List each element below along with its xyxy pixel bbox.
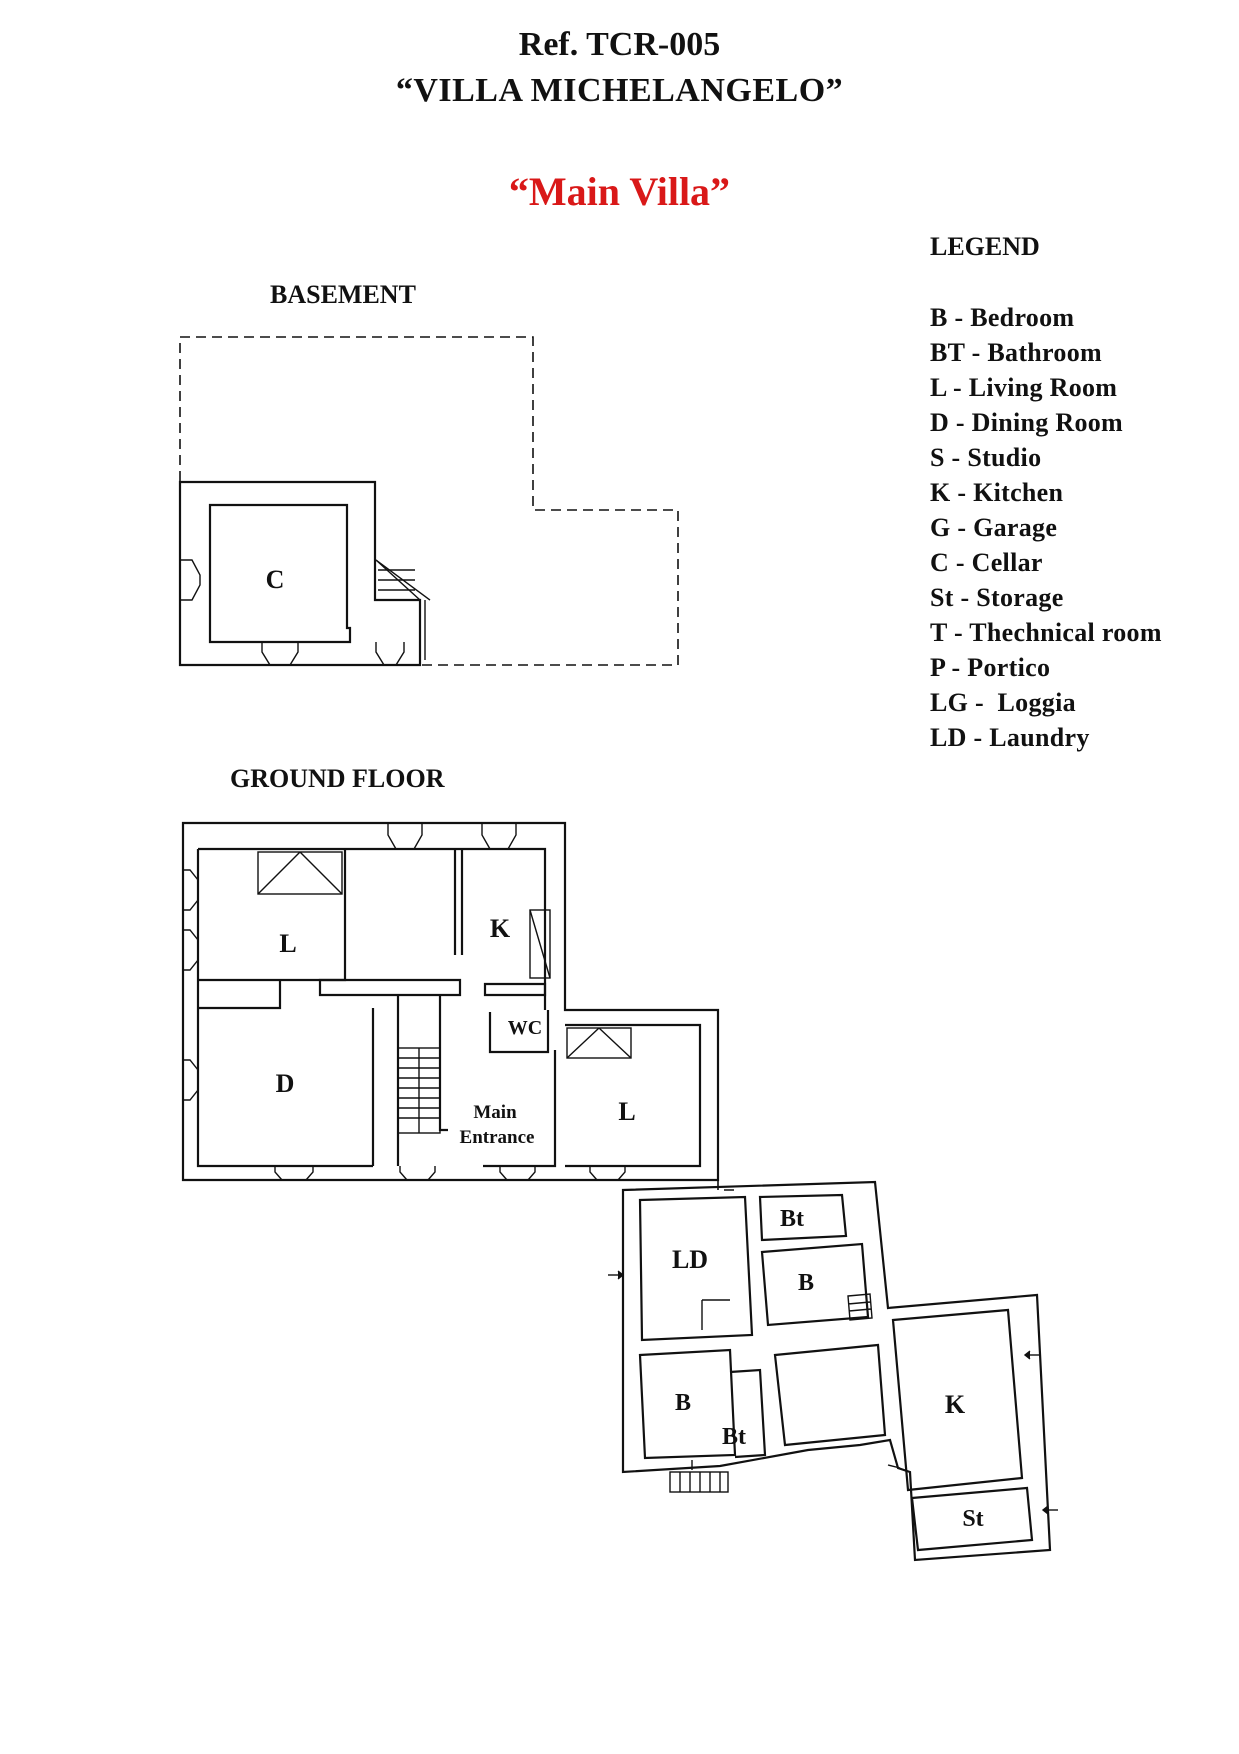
building-subtitle: “Main Villa” [508,169,731,214]
legend-item: T - Thechnical room [930,618,1162,647]
room-label-living-main: L [279,929,296,958]
basement-dashed-outline [179,336,679,666]
room-label-cellar: C [266,565,285,594]
room-label-entrance-line2: Entrance [460,1127,535,1148]
ground-floor-annex: LD Bt B B Bt K St [608,1180,1058,1562]
storage-walls [910,1486,1034,1552]
hall-wall-segment [318,978,462,997]
room-label-living-east: L [618,1097,635,1126]
legend-item: L - Living Room [930,373,1118,402]
legend-item: P - Portico [930,653,1051,682]
wc-walls [488,1010,550,1054]
room-label-storage: St [962,1506,983,1532]
cellar-outer-wall [178,480,422,667]
central-room-walls [773,1343,887,1447]
entrance-west-wall [438,995,448,1132]
room-label-kitchen-main: K [490,914,511,943]
legend-item: LG - Loggia [930,688,1076,717]
legend-item: G - Garage [930,513,1058,542]
reference-title: Ref. TCR-005 [518,26,721,63]
room-label-wc: WC [508,1017,542,1039]
room-label-laundry: LD [672,1245,708,1274]
bedroom-north-walls [760,1242,870,1327]
annex-south-stairs [669,1471,729,1493]
room-label-bath-south: Bt [722,1424,746,1450]
legend-item: C - Cellar [930,548,1043,577]
basement-stairs [375,559,431,660]
bedroom-south-walls [638,1348,737,1460]
room-label-entrance-line1: Main [473,1102,517,1123]
legend-item: BT - Bathroom [930,338,1102,367]
basement-heading: BASEMENT [270,280,416,309]
laundry-partition [701,1299,730,1330]
basement-plan: C [178,336,679,667]
bath-north-walls [758,1193,848,1242]
kitchen-west-wall [453,849,464,955]
legend-item: D - Dining Room [930,408,1124,437]
legend-item: S - Studio [930,443,1042,472]
villa-name: “VILLA MICHELANGELO” [395,72,844,109]
fireplaces [257,851,632,1059]
kitchen-annex-walls [891,1308,1024,1492]
annex-connector [717,1180,740,1191]
room-label-bath-north: Bt [780,1206,804,1232]
legend-item: St - Storage [930,583,1064,612]
main-outer-wall [181,821,720,1182]
legend-item: B - Bedroom [930,303,1075,332]
living-dining-partition [198,849,347,982]
ground-floor-main-block: L K D WC Main Entrance L [181,821,720,1182]
entrance-east-wall [483,1050,557,1168]
bedroom-north-stairs [847,1293,873,1321]
legend-item: K - Kitchen [930,478,1064,507]
main-windows [183,823,626,1181]
annex-outer-wall [621,1180,1052,1562]
room-label-kitchen-annex: K [945,1390,966,1419]
kitchen-south-wall [483,982,547,997]
legend-item: LD - Laundry [930,723,1090,752]
entry-arrows [608,1270,1058,1515]
room-label-bedroom-north: B [798,1270,814,1296]
cellar-inner-wall [208,503,352,644]
dining-north-wall [198,980,282,1010]
ground-floor-heading: GROUND FLOOR [230,764,445,793]
laundry-walls [638,1195,754,1342]
legend-heading: LEGEND [930,232,1040,261]
bath-south-walls [729,1368,767,1459]
room-label-dining: D [276,1069,295,1098]
main-inner-wall [198,847,547,1010]
east-living-inner-wall [565,1023,702,1168]
basement-windows [180,559,405,666]
main-stairs [397,1047,441,1134]
room-label-bedroom-south: B [675,1390,691,1416]
legend-list: B - Bedroom BT - Bathroom L - Living Roo… [930,300,1162,755]
